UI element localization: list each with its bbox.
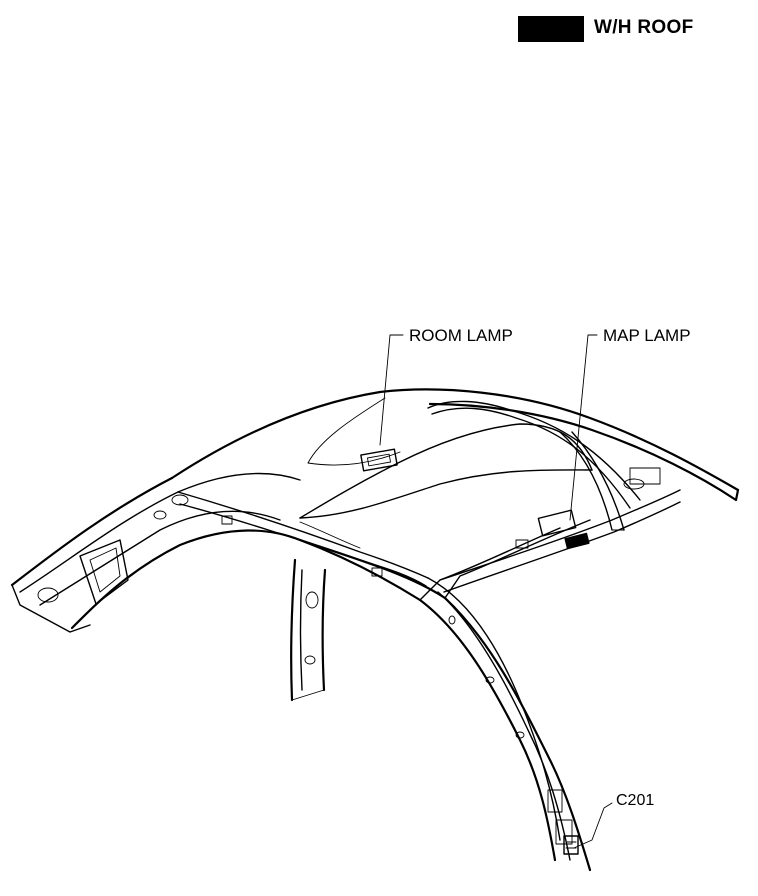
map-lamp — [537, 509, 590, 550]
c201-connector — [563, 835, 579, 855]
roof-panel — [170, 388, 740, 531]
map-lamp-label: MAP LAMP — [603, 326, 691, 345]
left-side-rail — [10, 472, 422, 633]
c201-connector-label: C201 — [616, 792, 655, 809]
b-pillar — [290, 558, 327, 702]
c201-leader — [573, 802, 613, 849]
room-lamp-label: ROOM LAMP — [409, 326, 513, 345]
header-badge — [518, 16, 584, 42]
crossmember-harness — [177, 467, 681, 593]
room-lamp — [360, 448, 398, 472]
page-title: W/H ROOF — [594, 17, 694, 38]
room-lamp-leader — [379, 334, 404, 446]
map-lamp-leader — [569, 334, 598, 521]
right-side-rail — [298, 519, 592, 872]
